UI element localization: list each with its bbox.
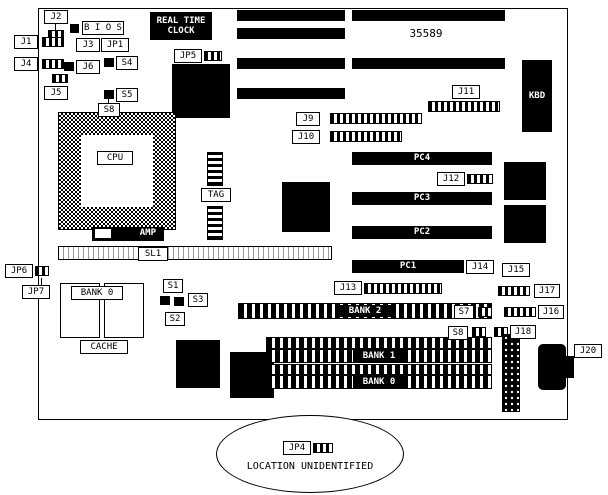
label-s1: S1 <box>163 279 183 293</box>
bios-side-connector <box>70 24 79 33</box>
j5-pin-header <box>52 74 68 83</box>
amp-notch <box>95 229 111 238</box>
kbd-connector: KBD <box>522 60 552 132</box>
label-j4: J4 <box>14 57 38 71</box>
cpu-socket-cavity <box>81 135 153 207</box>
label-s3: S3 <box>188 293 208 307</box>
isa-slot-bar <box>237 28 345 39</box>
simm-slot-row <box>266 364 492 375</box>
tag-ram-strip <box>207 206 223 240</box>
amp-label: AMP <box>139 228 156 238</box>
label-j17: J17 <box>534 284 560 298</box>
j4-pin-header <box>42 59 64 69</box>
controller-chip <box>176 340 220 388</box>
cache-bank0-label: BANK 0 <box>71 286 123 300</box>
bank1-label: BANK 1 <box>352 350 406 362</box>
bank0-label: BANK 0 <box>352 376 406 388</box>
board-number: 35589 <box>409 27 443 40</box>
label-jp1: JP1 <box>101 38 129 52</box>
s1-switch <box>160 296 170 305</box>
label-jp4: JP4 <box>283 441 311 455</box>
amp-regulator: AMP <box>92 227 164 241</box>
isa-slot-bar <box>237 58 345 69</box>
j9-pin-header <box>330 113 422 124</box>
simm-slot-bank2: BANK 2 <box>238 303 492 319</box>
io-chip <box>504 162 546 200</box>
chipset-chip <box>172 64 230 118</box>
cpu-label: CPU <box>97 151 133 165</box>
pci-slot-pc1: PC1 <box>352 260 464 273</box>
s8-pin-header <box>472 327 486 337</box>
jp4-pin-header <box>313 443 333 453</box>
jp5-pin-header <box>204 51 222 61</box>
simm-slot-bank1: BANK 1 <box>266 349 492 363</box>
real-time-clock-chip: REAL TIME CLOCK <box>150 12 212 40</box>
label-jp7: JP7 <box>22 285 50 299</box>
label-jp6: JP6 <box>5 264 33 278</box>
j20-din-connector <box>538 344 566 390</box>
pci-slot-pc3: PC3 <box>352 192 492 205</box>
io-chip <box>504 205 546 243</box>
cpu-socket <box>58 112 176 230</box>
label-j2: J2 <box>44 10 68 24</box>
jp7-lead-line <box>41 278 42 286</box>
label-j1: J1 <box>14 35 38 49</box>
isa-slot-bar <box>352 10 505 21</box>
sl1-slot <box>58 246 332 260</box>
label-j6: J6 <box>76 60 100 74</box>
label-s2: S2 <box>165 312 185 326</box>
j18-pin-header <box>494 327 508 337</box>
chipset-chip <box>282 182 330 232</box>
label-s4: S4 <box>116 56 138 70</box>
j16-pin-header <box>504 307 536 317</box>
j20-din-connector-nub <box>566 356 574 378</box>
label-j9: J9 <box>296 112 320 126</box>
s8-lead-line <box>108 99 109 104</box>
label-s7: S7 <box>454 305 474 319</box>
j17-pin-header <box>498 286 530 296</box>
label-jp5: JP5 <box>174 49 202 63</box>
label-j11: J11 <box>452 85 480 99</box>
cache-label: CACHE <box>80 340 128 354</box>
label-j12: J12 <box>437 172 465 186</box>
label-s8-bottom: S8 <box>448 326 468 340</box>
label-j20: J20 <box>574 344 602 358</box>
label-j10: J10 <box>292 130 320 144</box>
isa-slot-bar <box>237 10 345 21</box>
label-s8-top: S8 <box>98 103 120 117</box>
pci-slot-pc4: PC4 <box>352 152 492 165</box>
j12-pin-header <box>467 174 493 184</box>
isa-slot-bar <box>237 88 345 99</box>
sl1-label: SL1 <box>138 247 168 261</box>
jp6-pin-header <box>35 266 49 276</box>
simm-slot-bank0: BANK 0 <box>266 375 492 389</box>
label-j18: J18 <box>510 325 536 339</box>
s5-switch <box>104 90 114 99</box>
location-note: LOCATION UNIDENTIFIED <box>246 461 374 472</box>
s4-switch <box>104 58 114 67</box>
isa-slot-bar <box>352 58 505 69</box>
label-j5: J5 <box>44 86 68 100</box>
label-j14: J14 <box>466 260 494 274</box>
s7-pin-header <box>478 307 492 317</box>
label-j3: J3 <box>76 38 100 52</box>
label-j16: J16 <box>538 305 564 319</box>
j11-pin-header <box>428 101 500 112</box>
j6-connector <box>64 62 74 71</box>
tag-ram-strip <box>207 152 223 186</box>
j10-pin-header <box>330 131 402 142</box>
pci-slot-pc2: PC2 <box>352 226 492 239</box>
j2-lead-line <box>55 23 56 31</box>
bank2-label: BANK 2 <box>338 305 392 317</box>
bios-chip-label: B I O S <box>82 21 124 35</box>
label-s5: S5 <box>116 88 138 102</box>
pin-header-grid <box>502 334 520 412</box>
j1-pin-header <box>42 37 64 47</box>
tag-label: TAG <box>201 188 231 202</box>
label-j15: J15 <box>502 263 530 277</box>
label-j13: J13 <box>334 281 362 295</box>
s3-switch <box>174 297 184 306</box>
j13-pin-header <box>364 283 442 294</box>
simm-slot-row <box>266 337 492 349</box>
